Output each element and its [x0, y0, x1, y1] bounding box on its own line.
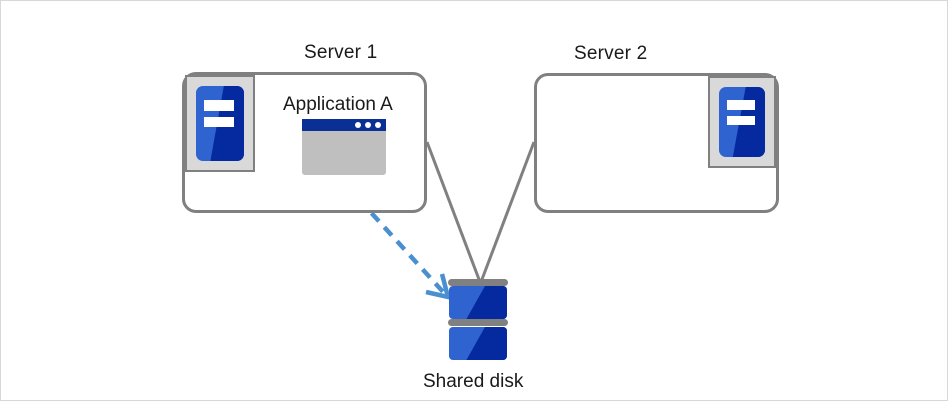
- server-icon-bar-bottom: [204, 116, 234, 128]
- application-window-titlebar: [302, 119, 386, 131]
- server1-title: Server 1: [304, 42, 378, 63]
- server2-title: Server 2: [574, 43, 648, 64]
- window-dot: [375, 122, 381, 128]
- server-icon-body: [719, 87, 765, 157]
- application-a-label: Application A: [283, 94, 393, 115]
- disk-cap: [448, 319, 508, 326]
- application-window-body: [302, 131, 386, 175]
- arrowhead-icon: [425, 273, 452, 301]
- server-icon: [708, 76, 776, 168]
- server-icon-bar-top: [204, 100, 234, 111]
- window-dot: [355, 122, 361, 128]
- disk-stack-icon[interactable]: [448, 279, 508, 363]
- disk-platter: [449, 327, 507, 360]
- disk-cap: [448, 279, 508, 286]
- application-window-dots: [355, 122, 381, 128]
- server-icon-body: [196, 86, 244, 161]
- connector-server1-to-disk: [425, 141, 482, 283]
- server-icon: [185, 75, 255, 172]
- shared-disk-label: Shared disk: [423, 371, 524, 392]
- connector-server2-to-disk: [479, 141, 536, 283]
- window-dot: [365, 122, 371, 128]
- application-window-icon[interactable]: [302, 119, 386, 175]
- disk-platter: [449, 286, 507, 319]
- server-icon-bar-top: [726, 100, 756, 111]
- server-icon-bar-bottom: [726, 115, 756, 126]
